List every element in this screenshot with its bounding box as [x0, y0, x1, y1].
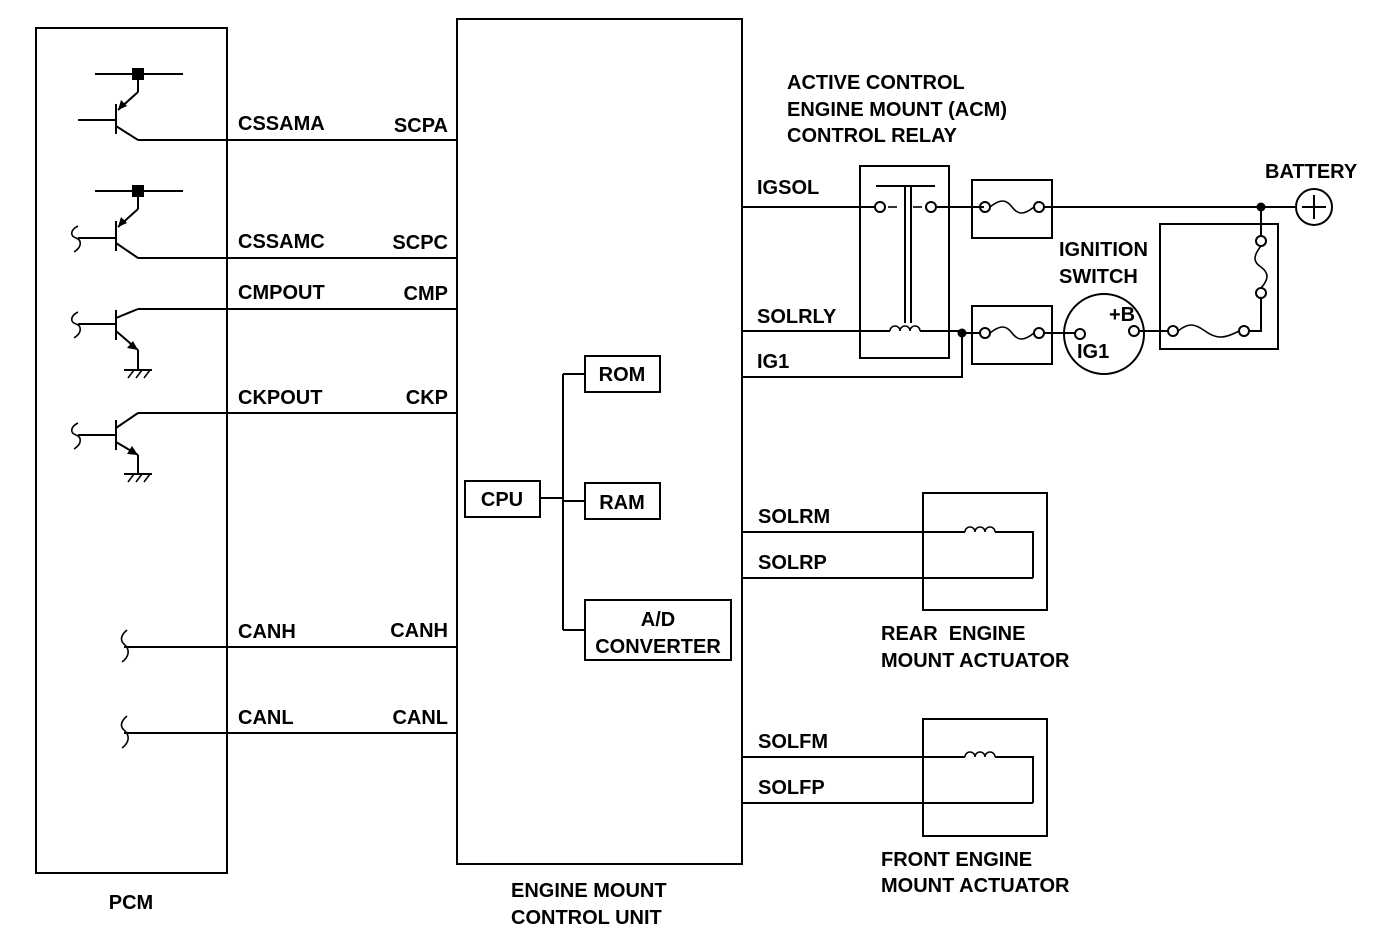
ecu-box	[456, 18, 743, 865]
pcm-title: PCM	[109, 892, 153, 914]
rear-actuator-line2: MOUNT ACTUATOR	[881, 650, 1070, 672]
label-ram: RAM	[599, 492, 645, 514]
label-pin-b: +B	[1109, 304, 1135, 326]
relay-title-line3: CONTROL RELAY	[787, 125, 958, 147]
label-solfp: SOLFP	[758, 777, 825, 799]
label-canl-ecu: CANL	[392, 707, 448, 729]
rom-block	[584, 355, 661, 393]
label-solfm: SOLFM	[758, 731, 828, 753]
ecu-output-wires	[742, 206, 1033, 804]
transistor-ckpout-icon	[70, 412, 152, 483]
wire-ig1	[742, 334, 963, 378]
transistor-cmpout-icon	[70, 308, 152, 379]
relay-title-line1: ACTIVE CONTROL	[787, 72, 965, 94]
rear-actuator	[922, 492, 1048, 611]
ecu-title-line2: CONTROL UNIT	[511, 907, 662, 929]
label-cmpout: CMPOUT	[238, 282, 325, 304]
label-solrp: SOLRP	[758, 552, 827, 574]
label-ignition-line1: IGNITION	[1059, 239, 1148, 261]
label-adc-line1: A/D	[641, 609, 675, 631]
label-cmp: CMP	[404, 283, 448, 305]
label-scpc: SCPC	[392, 232, 448, 254]
label-cssama: CSSAMA	[238, 113, 325, 135]
canh-break-icon	[120, 629, 129, 663]
pcm-ecu-wires	[124, 139, 457, 734]
label-solrm: SOLRM	[758, 506, 830, 528]
rear-actuator-line1: REAR ENGINE	[881, 623, 1025, 645]
transistor-cssamc-icon	[70, 185, 183, 259]
label-canh-ecu: CANH	[390, 620, 448, 642]
label-igsol: IGSOL	[757, 177, 819, 199]
transistor-cssama-icon	[78, 68, 183, 141]
canl-break-icon	[120, 715, 129, 749]
ecu-title-line1: ENGINE MOUNT	[511, 880, 667, 902]
acm-relay	[859, 165, 984, 359]
fuse-top-icon	[971, 179, 1053, 239]
label-adc-line2: CONVERTER	[595, 636, 721, 658]
ecu-internal-bus	[540, 373, 585, 631]
fuse-mid-icon	[971, 305, 1053, 365]
label-ignition-line2: SWITCH	[1059, 266, 1138, 288]
label-ig1: IG1	[757, 351, 789, 373]
label-scpa: SCPA	[394, 115, 448, 137]
under-hood-fuse-box-icon	[1140, 207, 1279, 350]
label-cpu: CPU	[481, 489, 523, 511]
ignition-switch-icon	[1063, 293, 1145, 375]
cpu-block	[464, 480, 541, 518]
relay-title-line2: ENGINE MOUNT (ACM)	[787, 99, 1007, 121]
front-actuator-line1: FRONT ENGINE	[881, 849, 1032, 871]
adc-block	[584, 599, 732, 661]
front-actuator-line2: MOUNT ACTUATOR	[881, 875, 1070, 897]
label-cssamc: CSSAMC	[238, 231, 325, 253]
battery-icon	[1295, 188, 1333, 226]
label-solrly: SOLRLY	[757, 306, 837, 328]
label-battery: BATTERY	[1265, 161, 1358, 183]
label-canh-pcm: CANH	[238, 621, 296, 643]
ram-block	[584, 482, 661, 520]
label-canl-pcm: CANL	[238, 707, 294, 729]
label-ckpout: CKPOUT	[238, 387, 322, 409]
label-ckp: CKP	[406, 387, 448, 409]
label-rom: ROM	[599, 364, 646, 386]
label-pin-ig1: IG1	[1077, 341, 1109, 363]
front-actuator	[922, 718, 1048, 837]
junction-dot	[957, 328, 967, 338]
